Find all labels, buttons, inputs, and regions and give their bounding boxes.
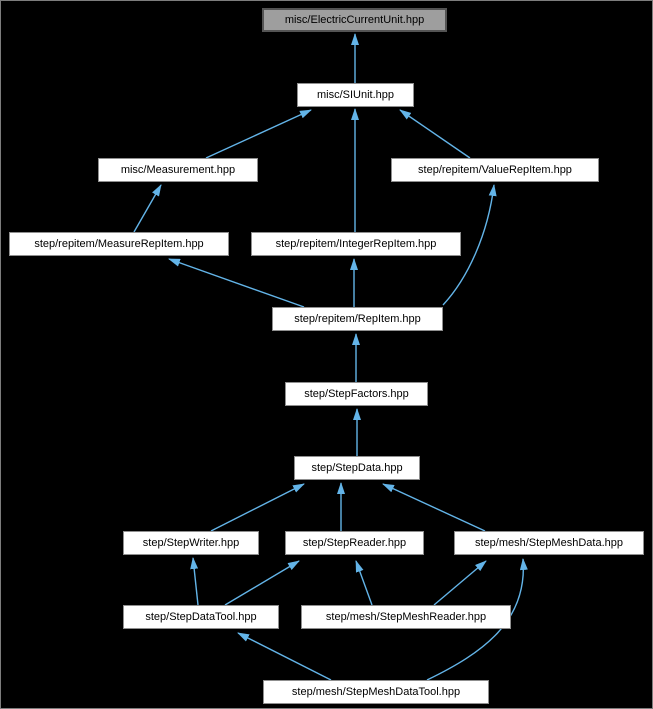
node-repitem-measurerepitem[interactable]: step/repitem/MeasureRepItem.hpp <box>9 232 229 256</box>
node-step-stepreader[interactable]: step/StepReader.hpp <box>285 531 424 555</box>
edge-stepdatatool-to-stepwriter <box>190 557 199 606</box>
node-mesh-stepmeshdata[interactable]: step/mesh/StepMeshData.hpp <box>454 531 644 555</box>
edge-stepmeshdatatool-to-stepdatatool <box>237 632 332 681</box>
edge-stepmeshreader-to-stepreader <box>355 560 373 606</box>
node-misc-measurement[interactable]: misc/Measurement.hpp <box>98 158 258 182</box>
node-step-stepfactors[interactable]: step/StepFactors.hpp <box>285 382 428 406</box>
node-step-stepwriter[interactable]: step/StepWriter.hpp <box>123 531 259 555</box>
edge-valuerepitem-to-siunit <box>399 109 471 159</box>
node-repitem-valuerepitem[interactable]: step/repitem/ValueRepItem.hpp <box>391 158 599 182</box>
edge-stepwriter-to-stepdata <box>210 483 305 532</box>
edge-measurement-to-siunit <box>205 109 312 159</box>
edge-stepmeshreader-to-stepmeshdata <box>433 560 487 606</box>
edge-repitem-to-valuerepitem <box>442 184 497 306</box>
node-mesh-stepmeshreader[interactable]: step/mesh/StepMeshReader.hpp <box>301 605 511 629</box>
node-misc-electriccurrentunit: misc/ElectricCurrentUnit.hpp <box>262 8 447 32</box>
node-mesh-stepmeshdatatool[interactable]: step/mesh/StepMeshDataTool.hpp <box>263 680 489 704</box>
node-misc-siunit[interactable]: misc/SIUnit.hpp <box>297 83 414 107</box>
edge-stepmeshdata-to-stepdata <box>382 483 486 532</box>
edge-stepdatatool-to-stepreader <box>224 560 300 606</box>
edge-stepmeshdatatool-to-stepmeshdata <box>426 558 528 681</box>
node-step-stepdatatool[interactable]: step/StepDataTool.hpp <box>123 605 279 629</box>
edge-repitem-to-measurerepitem <box>168 258 305 308</box>
node-repitem-repitem[interactable]: step/repitem/RepItem.hpp <box>272 307 443 331</box>
edge-measurerepitem-to-measurement <box>133 184 162 233</box>
node-repitem-integerrepitem[interactable]: step/repitem/IntegerRepItem.hpp <box>251 232 461 256</box>
node-step-stepdata[interactable]: step/StepData.hpp <box>294 456 420 480</box>
